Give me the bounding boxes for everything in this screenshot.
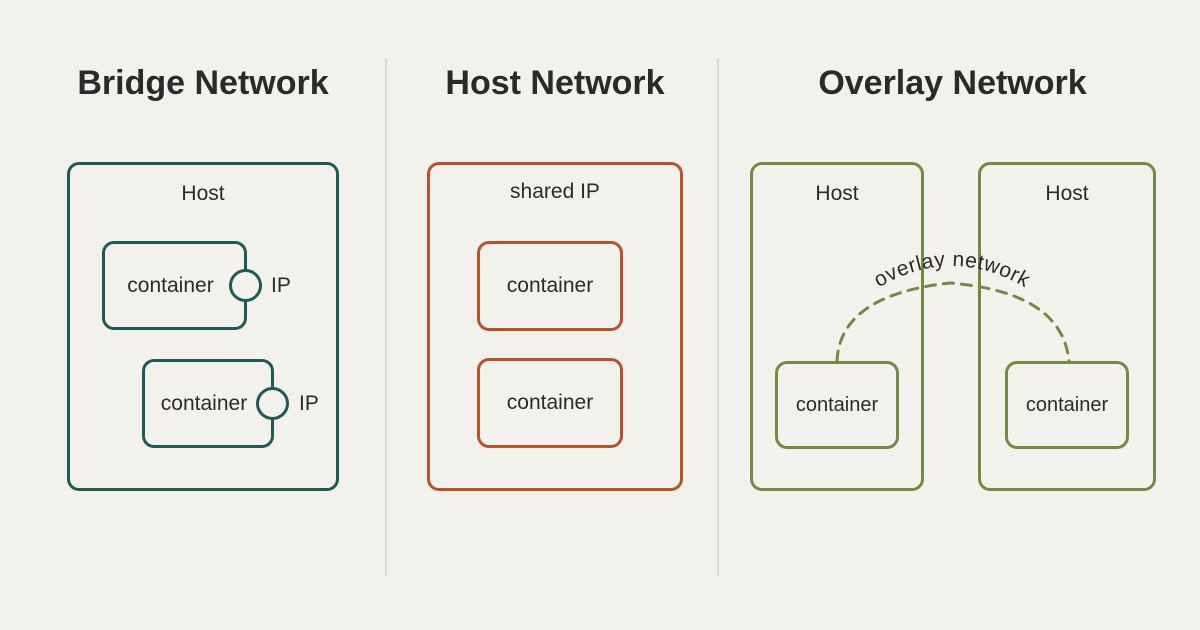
overlay-container-2: container [1005,361,1129,449]
host-container-2: container [477,358,623,448]
bridge-ip-port-1 [229,269,262,302]
bridge-ip-label-1: IP [271,274,291,297]
overlay-host-box-2 [978,162,1156,491]
divider-left [385,58,387,576]
bridge-network-title: Bridge Network [77,64,329,102]
overlay-container-2-label: container [1025,393,1109,416]
bridge-host-box [67,162,339,491]
overlay-host-label-2: Host [1045,182,1089,205]
overlay-network-title: Overlay Network [818,64,1087,102]
bridge-ip-label-2: IP [299,392,319,415]
bridge-host-label: Host [181,182,225,205]
overlay-container-1-label: container [795,393,879,416]
host-container-1-label: container [506,274,594,297]
divider-right [717,58,719,576]
overlay-host-label-1: Host [815,182,859,205]
host-container-1: container [477,241,623,331]
shared-ip-label: shared IP [510,180,600,203]
overlay-network-label: overlay network [870,248,1034,292]
overlay-dashed-arc [835,281,1071,363]
overlay-host-box-1 [750,162,924,491]
bridge-container-2-label: container [160,391,248,415]
host-network-box [427,162,683,491]
host-container-2-label: container [506,391,594,414]
bridge-ip-port-2 [256,387,289,420]
bridge-container-1-label: container [127,273,214,297]
host-network-title: Host Network [445,64,665,102]
